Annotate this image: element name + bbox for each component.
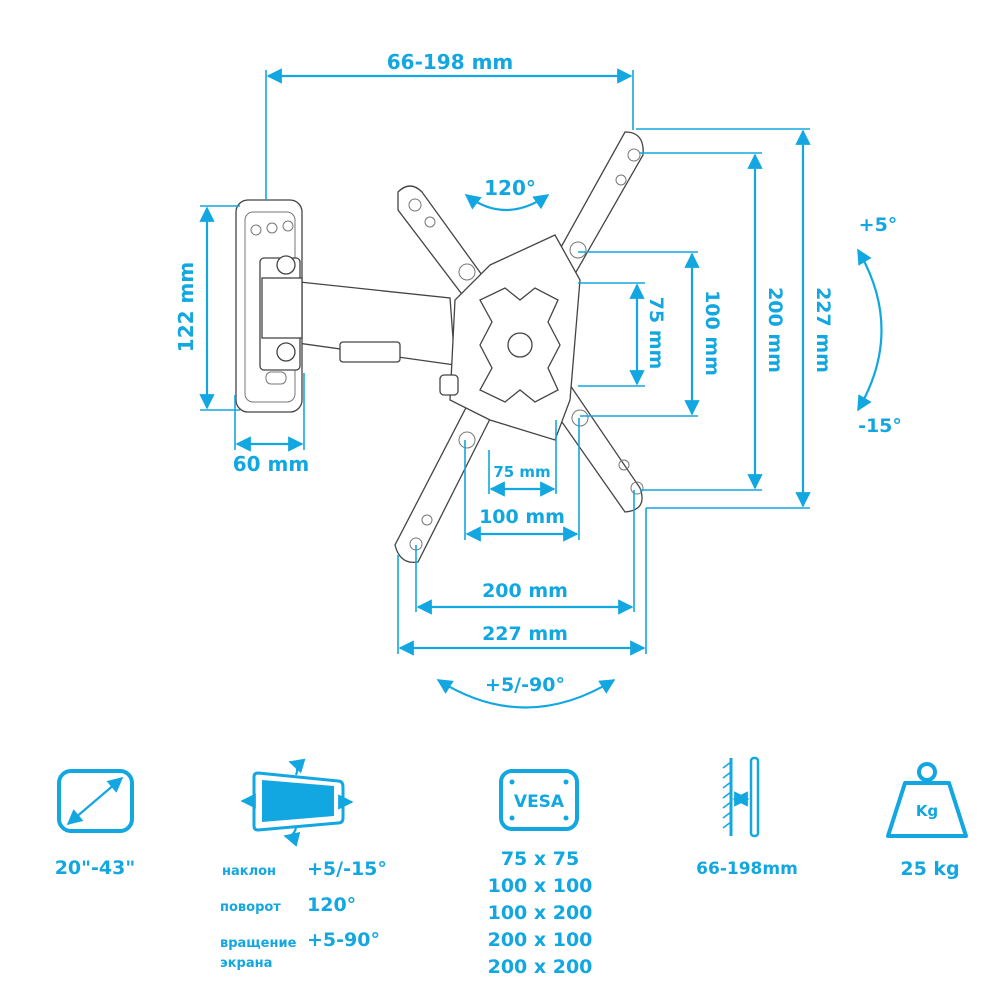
rotation-spec-value: +5-90° xyxy=(307,929,380,951)
cable-clip xyxy=(339,341,401,363)
vesa-icon: VESA xyxy=(499,769,579,831)
tilt-up-label: +5° xyxy=(859,214,898,236)
plate-h-227-label: 227 mm xyxy=(482,623,568,645)
screen-size-icon xyxy=(57,769,134,833)
swivel-spec-label: поворот xyxy=(220,900,281,915)
vesa-list-item: 100 x 100 xyxy=(488,875,593,897)
vesa-h-200-label: 200 mm xyxy=(482,580,568,602)
vesa-list: 75 x 75 100 x 100 100 x 200 200 x 100 20… xyxy=(488,848,593,978)
bracket-drawing xyxy=(235,131,644,564)
vesa-list-item: 200 x 200 xyxy=(488,956,593,978)
tilt-swivel-icon xyxy=(240,758,354,847)
wall-plate-width-label: 60 mm xyxy=(233,452,309,476)
vesa-plate xyxy=(394,131,644,564)
dimension-lines xyxy=(199,68,883,709)
swivel-label: 120° xyxy=(484,176,536,200)
vesa-h-100-label: 100 mm xyxy=(479,506,565,528)
vesa-v-200-label: 200 mm xyxy=(764,287,786,373)
wall-distance-icon xyxy=(722,756,760,838)
arm-extension-label: 66-198 mm xyxy=(387,50,514,74)
vesa-v-75-label: 75 mm xyxy=(645,297,667,370)
tilt-down-label: -15° xyxy=(858,415,902,437)
vesa-list-item: 200 x 100 xyxy=(488,929,593,951)
screen-size-value: 20"-43" xyxy=(55,857,136,879)
rotation-spec-label-1: вращение xyxy=(220,936,297,951)
wall-plate-height-label: 122 mm xyxy=(174,262,198,352)
tilt-spec-label: наклон xyxy=(222,864,276,879)
tilt-spec-value: +5/-15° xyxy=(307,858,387,880)
vesa-list-item: 75 x 75 xyxy=(501,848,579,870)
rotation-label: +5/-90° xyxy=(485,674,565,696)
vesa-h-75-label: 75 mm xyxy=(493,463,550,481)
swivel-spec-value: 120° xyxy=(307,894,356,916)
weight-icon-text: Kg xyxy=(916,802,938,820)
rotation-spec-label-2: экрана xyxy=(220,956,272,971)
max-load-value: 25 kg xyxy=(900,858,959,880)
plate-v-227-label: 227 mm xyxy=(812,287,834,373)
wall-distance-value: 66-198mm xyxy=(696,859,798,879)
weight-icon: Kg xyxy=(886,762,968,838)
vesa-icon-text: VESA xyxy=(514,792,565,812)
vesa-v-100-label: 100 mm xyxy=(701,290,723,376)
vesa-list-item: 100 x 200 xyxy=(488,902,593,924)
